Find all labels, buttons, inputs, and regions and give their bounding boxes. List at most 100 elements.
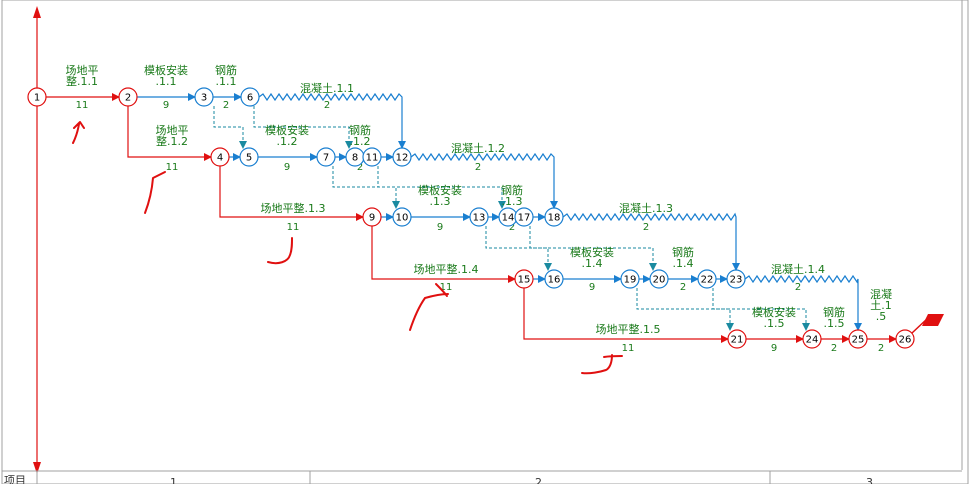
- activity-duration-1-2: 11: [76, 100, 89, 111]
- footer-bar: 项目 1 2 3: [2, 470, 962, 484]
- event-node-label: 24: [806, 335, 819, 346]
- event-node-label: 20: [653, 275, 666, 286]
- activity-duration-2-4: 11: [166, 162, 179, 173]
- activity-name-12-18-line-0: 混凝土.1.2: [451, 141, 505, 155]
- dummy-arrow-17-20: [529, 226, 657, 271]
- event-node-label: 18: [548, 213, 561, 224]
- event-node-circle: [392, 207, 412, 227]
- finish-flag-icon: [911, 314, 944, 334]
- activity-name-20-22-line-1: .1.4: [673, 257, 694, 270]
- activity-arrow-4-9: [219, 166, 364, 221]
- event-node-circle: [514, 269, 534, 289]
- activity-name-21-24-line-0: 模板安装: [752, 305, 796, 319]
- annotation-mark-1: [72, 121, 85, 144]
- event-node-15: 15: [514, 269, 534, 289]
- activity-duration-23-25: 2: [795, 282, 801, 293]
- event-node-18: 18: [544, 207, 564, 227]
- event-node-label: 26: [899, 335, 912, 346]
- activity-name-7-8-line-0: 钢筋: [349, 123, 371, 137]
- event-node-label: 12: [396, 153, 409, 164]
- event-node-circle: [514, 207, 534, 227]
- activity-name-2-4-line-0: 场地平: [156, 123, 189, 137]
- activity-duration-9-15: 11: [440, 282, 453, 293]
- event-node-13: 13: [469, 207, 489, 227]
- event-node-19: 19: [620, 269, 640, 289]
- event-node-circle: [544, 269, 564, 289]
- activity-name-16-19-line-0: 模板安装: [570, 245, 614, 259]
- event-node-label: 15: [518, 275, 531, 286]
- dummy-arrow-19-21: [636, 288, 734, 331]
- event-node-25: 25: [848, 329, 868, 349]
- activity-name-9-15-line-0: 场地平整.1.4: [414, 262, 479, 276]
- event-node-label: 11: [366, 153, 379, 164]
- event-node-26: 26: [895, 329, 915, 349]
- activity-name-20-22-line-0: 钢筋: [672, 245, 694, 259]
- event-node-circle: [697, 269, 717, 289]
- event-node-circle: [239, 147, 259, 167]
- activity-name-2-4-line-1: 整.1.2: [156, 134, 188, 148]
- dummy-arrow-22-24: [712, 288, 810, 331]
- event-node-label: 1: [34, 93, 40, 104]
- footer-left-label: 项目: [4, 474, 26, 484]
- activity-name-4-9-line-0: 场地平整.1.3: [261, 201, 326, 215]
- event-node-21: 21: [727, 329, 747, 349]
- activity-name-21-24-line-1: .1.5: [764, 317, 785, 330]
- event-node-label: 3: [201, 93, 207, 104]
- event-node-14: 14: [498, 207, 518, 227]
- activity-arrow-23-25: [744, 274, 862, 331]
- event-node-circle: [210, 147, 230, 167]
- footer-tick-1: 1: [170, 476, 177, 484]
- activity-name-18-23-line-0: 混凝土.1.3: [619, 201, 673, 215]
- activity-name-1-2-line-1: 整.1.1: [66, 74, 98, 88]
- event-node-label: 19: [624, 275, 637, 286]
- dummy-arrow-11-14: [377, 166, 506, 209]
- activity-duration-10-13: 9: [437, 222, 443, 233]
- event-node-16: 16: [544, 269, 564, 289]
- event-node-circle: [118, 87, 138, 107]
- event-node-label: 8: [352, 153, 358, 164]
- activity-arrow-9-15: [371, 226, 516, 283]
- activity-name-2-3-line-1: .1.1: [156, 75, 177, 88]
- activity-duration-18-23: 2: [643, 222, 649, 233]
- activity-duration-6-12: 2: [324, 100, 330, 111]
- activity-name-25-26-line-1: 土.1: [870, 299, 892, 312]
- event-node-label: 10: [396, 213, 409, 224]
- activity-arrow-12-18: [410, 152, 558, 209]
- annotation-marks: [72, 121, 623, 375]
- activity-name-3-6-line-1: .1.1: [216, 75, 237, 88]
- activity-name-10-13-line-1: .1.3: [430, 195, 451, 208]
- annotation-mark-5: [581, 354, 623, 375]
- event-node-circle: [727, 329, 747, 349]
- event-node-circle: [240, 87, 260, 107]
- event-node-circle: [27, 87, 47, 107]
- activity-arrow-15-21: [523, 288, 729, 343]
- event-node-6: 6: [240, 87, 260, 107]
- activity-duration-13-14: 2: [509, 222, 515, 233]
- activity-arrow-18-23: [562, 212, 740, 271]
- event-node-circle: [620, 269, 640, 289]
- event-node-circle: [544, 207, 564, 227]
- activity-labels: 场地平整.1.111模板安装.1.19钢筋.1.12混凝土.1.12场地平整.1…: [66, 63, 893, 354]
- event-node-label: 13: [473, 213, 486, 224]
- event-node-circle: [802, 329, 822, 349]
- dummy-arrow-13-16: [485, 226, 552, 271]
- axis-arrow-top: [33, 6, 41, 18]
- event-node-23: 23: [726, 269, 746, 289]
- event-node-circle: [649, 269, 669, 289]
- activity-duration-25-26: 2: [878, 343, 884, 354]
- event-node-circle: [469, 207, 489, 227]
- event-node-17: 17: [514, 207, 534, 227]
- event-node-4: 4: [210, 147, 230, 167]
- event-node-label: 14: [502, 213, 515, 224]
- activity-duration-3-6: 2: [223, 100, 229, 111]
- activity-duration-15-21: 11: [622, 343, 635, 354]
- activity-arrow-2-4: [127, 106, 212, 161]
- event-node-label: 16: [548, 275, 561, 286]
- event-node-9: 9: [362, 207, 382, 227]
- activity-name-5-7-line-1: .1.2: [277, 135, 298, 148]
- event-node-circle: [316, 147, 336, 167]
- event-node-circle: [895, 329, 915, 349]
- activity-name-3-6-line-0: 钢筋: [215, 63, 237, 77]
